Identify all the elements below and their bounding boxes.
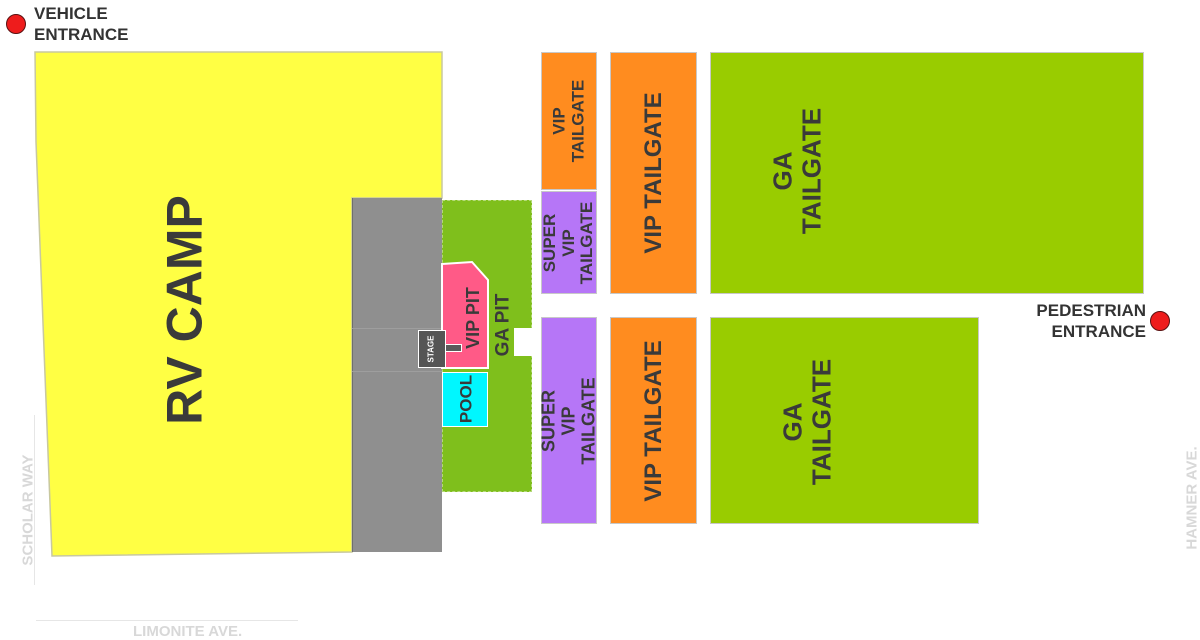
vip-tailgate-small[interactable]: VIP TAILGATE [541, 52, 597, 190]
street-line-west [34, 415, 35, 585]
vehicle-entrance-marker[interactable] [6, 14, 26, 34]
ga-tailgate-top-label: GA TAILGATE [767, 107, 826, 235]
super-vip-top-label: SUPER VIP TAILGATE [539, 201, 597, 284]
vehicle-entrance-label: VEHICLE ENTRANCE [34, 4, 129, 44]
super-vip-tailgate-top[interactable]: SUPER VIP TAILGATE [539, 191, 597, 294]
vip-tailgate-small-label: VIP TAILGATE [549, 79, 587, 163]
super-vip-bottom-label: SUPER VIP TAILGATE [538, 376, 598, 465]
vip-tailgate-top-label: VIP TAILGATE [639, 92, 667, 254]
stage-label: STAGE [426, 335, 436, 363]
street-limonite-ave: LIMONITE AVE. [133, 623, 243, 640]
vip-tailgate-bottom[interactable]: VIP TAILGATE [610, 317, 697, 524]
stage-area [352, 198, 442, 552]
street-line-south [36, 620, 298, 621]
vip-pit-label: VIP PIT [463, 287, 484, 349]
stage[interactable]: STAGE [418, 330, 446, 368]
ga-tailgate-top[interactable]: GA TAILGATE [710, 52, 1144, 294]
super-vip-tailgate-bottom[interactable]: SUPER VIP TAILGATE [538, 317, 598, 524]
ga-tailgate-bottom[interactable]: GA TAILGATE [710, 317, 979, 524]
street-hamner-ave: HAMNER AVE. [1183, 446, 1200, 550]
pool-label: POOL [456, 374, 476, 424]
pedestrian-entrance-label: PEDESTRIAN ENTRANCE [1036, 301, 1146, 341]
ga-tailgate-bottom-label: GA TAILGATE [777, 358, 836, 486]
stage-connector [444, 344, 462, 352]
pool-zone[interactable] [442, 372, 488, 427]
ga-pit-notch [514, 328, 534, 356]
stage-lines [352, 328, 442, 372]
street-scholar-way: SCHOLAR WAY [19, 454, 37, 566]
vip-tailgate-bottom-label: VIP TAILGATE [639, 339, 667, 502]
vip-tailgate-top[interactable]: VIP TAILGATE [610, 52, 697, 294]
pedestrian-entrance-marker[interactable] [1150, 311, 1170, 331]
